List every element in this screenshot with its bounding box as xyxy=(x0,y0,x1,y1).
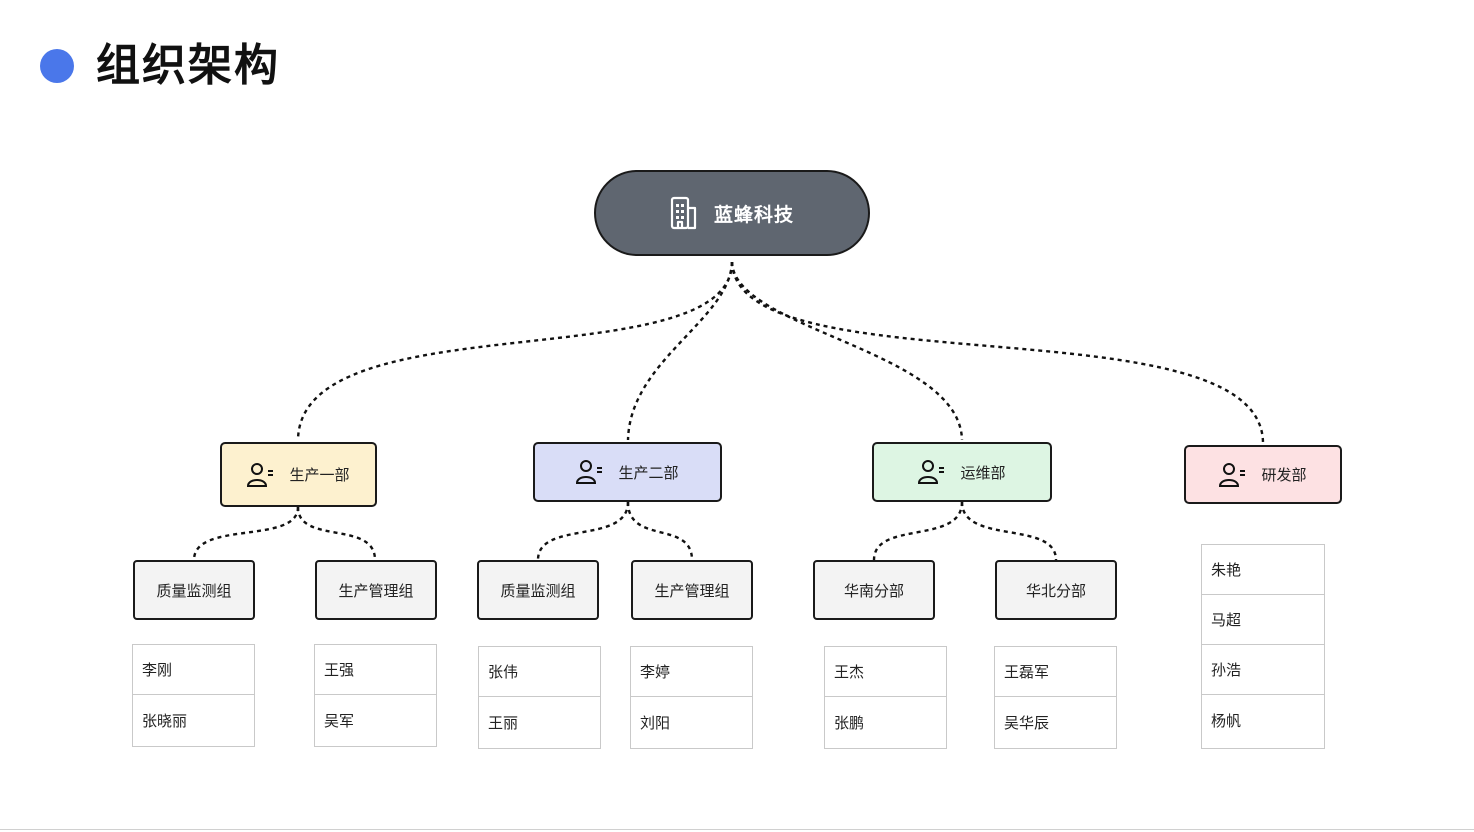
dept-label: 生产一部 xyxy=(289,466,350,484)
dept-label: 运维部 xyxy=(960,463,1006,482)
group-node[interactable]: 华北分部 xyxy=(995,560,1117,620)
member-item: 张伟 xyxy=(479,647,600,697)
group-node[interactable]: 生产管理组 xyxy=(631,560,753,620)
group-label: 华南分部 xyxy=(843,581,904,600)
group-node[interactable]: 质量监测组 xyxy=(477,560,599,620)
connector-dept3-group6 xyxy=(960,501,1058,561)
connector-root-dept3 xyxy=(730,261,964,441)
member-item: 杨帆 xyxy=(1211,711,1242,730)
connector-dept1-group2 xyxy=(296,506,377,561)
member-item: 李刚 xyxy=(133,645,254,695)
dept-node-rnd[interactable]: 研发部 xyxy=(1184,445,1342,504)
root-node-label: 蓝蜂科技 xyxy=(713,203,794,226)
group-node[interactable]: 质量监测组 xyxy=(133,560,255,620)
building-icon xyxy=(670,196,697,230)
member-item: 张晓丽 xyxy=(142,711,188,730)
dept-label: 生产二部 xyxy=(618,463,679,482)
member-list: 李婷 刘阳 xyxy=(630,646,753,749)
dept-node-operations[interactable]: 运维部 xyxy=(872,442,1052,502)
group-label: 生产管理组 xyxy=(654,581,730,600)
group-label: 生产管理组 xyxy=(338,581,414,600)
member-item: 王磊军 xyxy=(995,647,1116,697)
member-item: 马超 xyxy=(1202,595,1324,645)
page-title: 组织架构 xyxy=(96,40,280,91)
member-item: 张鹏 xyxy=(834,713,865,732)
member-list-rnd: 朱艳 马超 孙浩 杨帆 xyxy=(1201,544,1325,749)
connector-dept3-group5 xyxy=(872,501,964,561)
user-list-icon xyxy=(576,460,603,484)
connector-dept2-group4 xyxy=(626,501,694,561)
group-label: 华北分部 xyxy=(1025,581,1086,600)
connector-root-dept1 xyxy=(296,261,734,441)
member-item: 孙浩 xyxy=(1202,645,1324,695)
group-node[interactable]: 华南分部 xyxy=(813,560,935,620)
member-list: 王强 吴军 xyxy=(314,644,437,747)
member-item: 吴军 xyxy=(324,711,355,730)
member-list: 王杰 张鹏 xyxy=(824,646,947,749)
member-item: 王丽 xyxy=(488,713,519,732)
member-item: 王杰 xyxy=(825,647,946,697)
member-list: 李刚 张晓丽 xyxy=(132,644,255,747)
member-item: 吴华辰 xyxy=(1004,713,1050,732)
member-item: 刘阳 xyxy=(640,713,671,732)
title-bullet xyxy=(40,49,74,83)
connector-dept1-group1 xyxy=(192,506,300,561)
user-list-icon xyxy=(918,460,945,484)
member-item: 朱艳 xyxy=(1202,545,1324,595)
member-list: 王磊军 吴华辰 xyxy=(994,646,1117,749)
group-node[interactable]: 生产管理组 xyxy=(315,560,437,620)
user-list-icon xyxy=(1219,462,1246,487)
dept-label: 研发部 xyxy=(1261,466,1307,484)
dept-node-production-1[interactable]: 生产一部 xyxy=(220,442,377,507)
dept-node-production-2[interactable]: 生产二部 xyxy=(533,442,722,502)
bottom-divider xyxy=(0,829,1474,830)
root-node[interactable]: 蓝蜂科技 xyxy=(594,170,870,256)
connector-root-dept2 xyxy=(626,261,734,441)
member-item: 李婷 xyxy=(631,647,752,697)
connector-dept2-group3 xyxy=(536,501,630,561)
connector-root-dept4 xyxy=(730,261,1265,444)
user-list-icon xyxy=(247,462,274,487)
group-label: 质量监测组 xyxy=(156,581,232,600)
member-item: 王强 xyxy=(315,645,436,695)
member-list: 张伟 王丽 xyxy=(478,646,601,749)
group-label: 质量监测组 xyxy=(500,581,576,600)
